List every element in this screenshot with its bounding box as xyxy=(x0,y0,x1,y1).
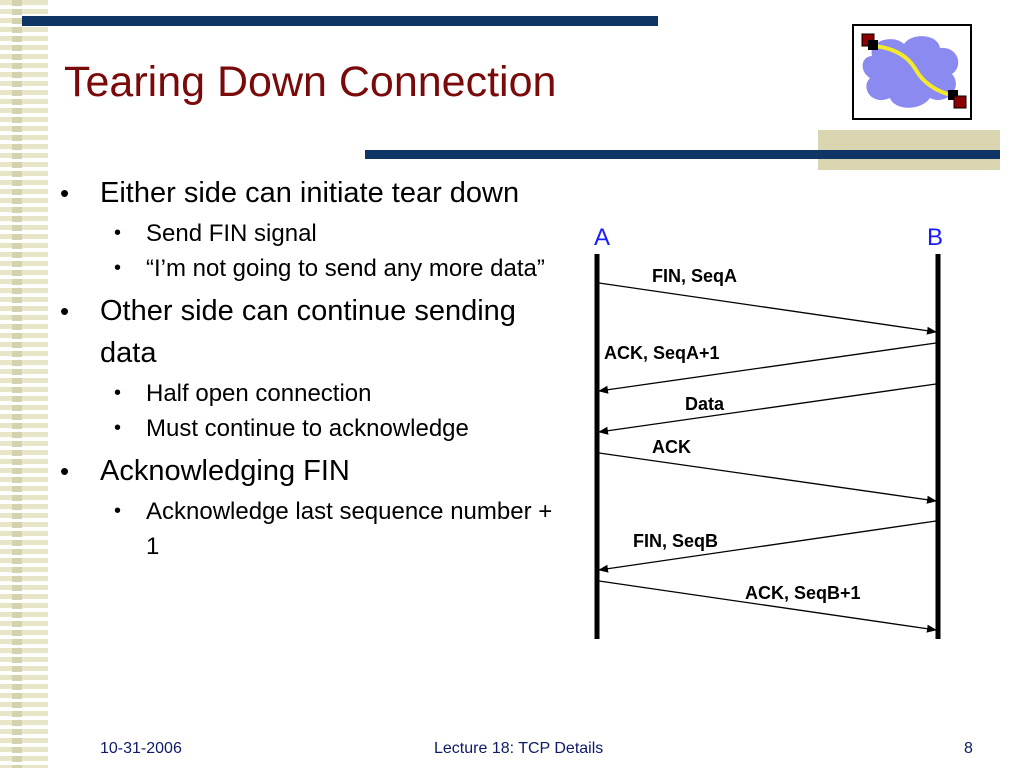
ack-seqb-arrow xyxy=(598,580,937,633)
ack-arrow xyxy=(598,452,937,504)
sub-bullet-item: • Must continue to acknowledge xyxy=(60,411,560,446)
bullet-text: Other side can continue sending data xyxy=(100,295,516,369)
network-cloud-logo-icon xyxy=(852,24,972,120)
footer-date: 10-31-2006 xyxy=(100,740,182,757)
sub-bullet-item: • Half open connection xyxy=(60,376,560,411)
left-stripe-decoration xyxy=(0,0,48,768)
sub-bullet-item: • Acknowledge last sequence number + 1 xyxy=(60,494,560,564)
fin-seqb-arrow xyxy=(598,520,937,573)
footer-course: Lecture 18: TCP Details xyxy=(434,740,604,757)
title-underline-bar xyxy=(365,150,1000,159)
bullet-dot-icon: • xyxy=(60,456,70,486)
bullet-text: Either side can initiate tear down xyxy=(100,177,520,209)
bullet-item: • Acknowledging FIN xyxy=(60,450,560,492)
footer-page-number: 8 xyxy=(964,740,973,757)
host-b-label: B xyxy=(927,224,943,251)
ack-seqa-arrow xyxy=(598,342,937,394)
message-label: ACK, SeqA+1 xyxy=(604,343,720,363)
sub-bullet-text: Half open connection xyxy=(146,380,372,407)
bullet-dot-icon: • xyxy=(60,296,70,326)
bullet-dot-icon: • xyxy=(114,382,122,404)
left-stripe-accent xyxy=(12,0,22,768)
bullet-text: Acknowledging FIN xyxy=(100,455,350,487)
sub-bullet-text: Send FIN signal xyxy=(146,220,317,247)
bullet-list: • Either side can initiate tear down • Sen… xyxy=(60,172,560,564)
top-accent-bar xyxy=(22,16,658,26)
sub-bullet-item: • Send FIN signal xyxy=(60,216,560,251)
sub-bullet-text: Must continue to acknowledge xyxy=(146,415,469,442)
bullet-dot-icon: • xyxy=(114,222,122,244)
message-label: FIN, SeqA xyxy=(652,266,737,286)
bullet-dot-icon: • xyxy=(114,417,122,439)
slide-title: Tearing Down Connection xyxy=(64,58,557,106)
bullet-item: • Either side can initiate tear down xyxy=(60,172,560,214)
bullet-dot-icon: • xyxy=(114,257,122,279)
host-a-label: A xyxy=(594,224,610,251)
bullet-item: • Other side can continue sending data xyxy=(60,290,560,374)
message-label: ACK, SeqB+1 xyxy=(745,583,861,603)
bullet-dot-icon: • xyxy=(114,500,122,522)
message-label: ACK xyxy=(652,437,691,457)
data-arrow xyxy=(598,383,937,435)
message-label: Data xyxy=(685,394,725,414)
sub-bullet-text: “I’m not going to send any more data” xyxy=(146,255,545,282)
fin-seqa-arrow xyxy=(598,282,937,335)
sub-bullet-text: Acknowledge last sequence number + 1 xyxy=(146,498,553,560)
sub-bullet-item: • “I’m not going to send any more data” xyxy=(60,251,560,286)
bullet-dot-icon: • xyxy=(60,178,70,208)
message-label: FIN, SeqB xyxy=(633,531,718,551)
